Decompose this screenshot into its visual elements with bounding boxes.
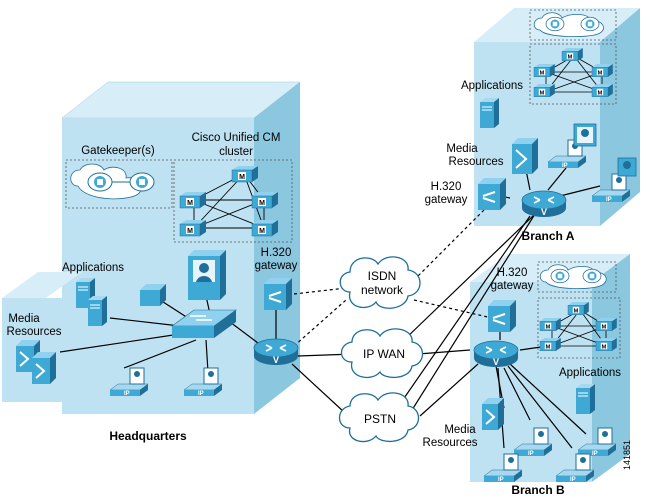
ip-wan-label: IP WAN <box>363 347 405 361</box>
branch-a-label: Branch A <box>522 229 575 243</box>
callmanager-icon <box>251 219 279 237</box>
cucm-label-2: cluster <box>219 146 253 158</box>
callmanager-icon <box>179 191 207 209</box>
hq-h320-label-1: H.320 <box>261 247 292 259</box>
router-icon <box>253 338 299 366</box>
isdn-cloud: ISDN network <box>339 256 421 309</box>
server-icon <box>479 97 500 129</box>
branch-b-cucm-cluster <box>537 297 621 359</box>
callmanager-icon <box>251 191 279 209</box>
media-resource-icon <box>512 138 538 174</box>
branch-a-media-label-1: Media <box>446 143 478 155</box>
branch-b-gatekeeper-group <box>537 261 617 293</box>
callmanager-icon <box>179 219 207 237</box>
callmanager-icon <box>591 63 614 78</box>
pstn-cloud: PSTN <box>338 392 420 443</box>
router-icon <box>473 340 519 368</box>
branch-b-h320-label-1: H.320 <box>497 267 528 279</box>
server-icon <box>575 383 596 415</box>
isdn-links <box>293 201 493 347</box>
callmanager-icon <box>561 47 584 62</box>
gatekeeper-icon <box>580 16 600 32</box>
gatekeepers-label: Gatekeeper(s) <box>81 145 155 157</box>
callmanager-icon <box>533 63 556 78</box>
callmanager-icon <box>539 337 562 352</box>
branch-b-h320-label-2: gateway <box>491 280 534 292</box>
callmanager-icon <box>595 337 618 352</box>
isdn-label-1: ISDN <box>368 269 397 283</box>
hq-applications-label: Applications <box>62 262 124 274</box>
callmanager-icon <box>231 165 259 183</box>
hq-small-device-icon <box>140 284 166 306</box>
h320-gateway-icon <box>478 178 506 210</box>
hq-gatekeeper-group: Gatekeeper(s) <box>65 145 173 209</box>
hq-media-label-1: Media <box>8 313 40 325</box>
callmanager-icon <box>567 301 590 316</box>
network-links <box>59 167 601 449</box>
callmanager-icon <box>539 317 562 332</box>
branch-a-applications-label: Applications <box>461 80 523 92</box>
hq-media-label-2: Resources <box>7 326 62 338</box>
hq-cucm-cluster: Cisco Unified CM cluster <box>173 132 293 243</box>
branch-b-media-label-2: Resources <box>423 437 478 449</box>
callmanager-icon <box>595 317 618 332</box>
media-resource-icon <box>32 352 56 384</box>
gatekeeper-icon <box>87 172 113 192</box>
callmanager-icon <box>533 83 556 98</box>
video-endpoint-icon <box>188 250 226 300</box>
gatekeeper-icon <box>129 172 155 192</box>
media-resource-icon <box>482 398 504 430</box>
video-phone-icon <box>573 123 637 177</box>
figure-id: 141851 <box>622 440 632 470</box>
headquarters-label: Headquarters <box>109 429 187 443</box>
branch-b-applications-label: Applications <box>559 367 621 379</box>
branch-a-h320-label-1: H.320 <box>431 181 462 193</box>
h320-gateway-icon <box>488 300 516 332</box>
branch-b-label: Branch B <box>511 483 565 497</box>
branch-a-gatekeeper-group <box>529 9 617 41</box>
branch-a-h320-label-2: gateway <box>425 194 468 206</box>
gatekeeper-icon <box>550 268 570 284</box>
branch-b-media-label-1: Media <box>444 424 476 436</box>
server-icon <box>87 295 108 327</box>
branch-a-media-label-2: Resources <box>449 156 504 168</box>
hq-h320-label-2: gateway <box>255 260 298 272</box>
ip-wan-cloud: IP WAN <box>340 328 424 379</box>
callmanager-icon <box>591 83 614 98</box>
branch-a-cucm-cluster <box>529 43 617 105</box>
cucm-label-1: Cisco Unified CM <box>192 132 281 144</box>
switch-icon <box>171 309 237 338</box>
pstn-label: PSTN <box>364 412 396 426</box>
gatekeeper-icon <box>582 268 602 284</box>
gatekeeper-icon <box>545 16 565 32</box>
h320-gateway-icon <box>264 278 292 310</box>
isdn-label-2: network <box>361 283 404 297</box>
router-icon <box>521 190 567 218</box>
